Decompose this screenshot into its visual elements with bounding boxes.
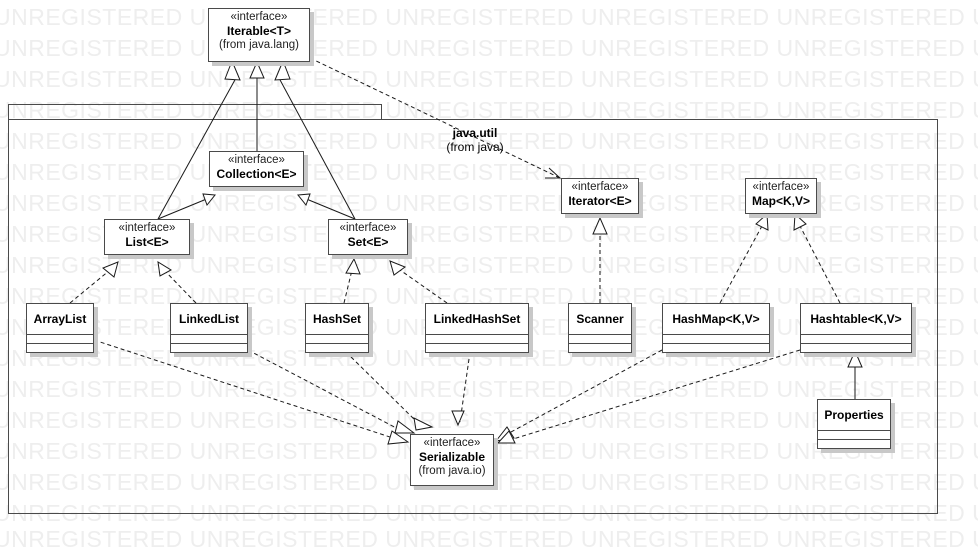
stereotype-label: «interface» xyxy=(228,154,285,166)
triangle-head xyxy=(793,212,807,231)
class-name: Set<E> xyxy=(347,235,389,249)
edge-set-iterable xyxy=(278,77,356,220)
class-name: List<E> xyxy=(125,235,169,249)
triangle-head xyxy=(387,430,410,445)
class-name: HashSet xyxy=(306,304,368,335)
operations-compartment xyxy=(818,440,890,448)
edge-set-collection xyxy=(303,197,356,220)
dependency-arrowhead xyxy=(545,167,562,179)
class-name: Collection<E> xyxy=(216,167,297,181)
class-name: LinkedList xyxy=(171,304,247,335)
hashmap-class[interactable]: HashMap<K,V> xyxy=(662,303,770,353)
class-name: Map<K,V> xyxy=(751,194,811,208)
attributes-compartment xyxy=(818,431,890,440)
stereotype-label: «interface» xyxy=(571,181,629,193)
edge-hashmap-map xyxy=(719,225,763,304)
class-name: Iterator<E> xyxy=(568,194,632,208)
triangle-head xyxy=(249,60,265,79)
stereotype-label: «interface» xyxy=(230,11,288,23)
edge-list-iterable xyxy=(157,77,237,220)
triangle-head xyxy=(274,59,291,81)
edge-linkedlist-list xyxy=(163,269,197,304)
operations-compartment xyxy=(663,344,769,352)
edge-iterable-iterator xyxy=(309,57,561,179)
package-origin: (from java) xyxy=(446,140,504,154)
class-name: Properties xyxy=(818,400,890,431)
class-name: Iterable<T> xyxy=(226,24,292,38)
triangle-head xyxy=(157,261,172,277)
package-tab xyxy=(8,104,382,120)
class-name: ArrayList xyxy=(27,304,93,335)
package-name: java.util xyxy=(452,126,498,140)
operations-compartment xyxy=(171,344,247,352)
map-interface[interactable]: «interface» Map<K,V> xyxy=(745,178,817,214)
triangle-head xyxy=(102,261,119,278)
linkedlist-class[interactable]: LinkedList xyxy=(170,303,248,353)
attributes-compartment xyxy=(801,335,911,344)
hashset-class[interactable]: HashSet xyxy=(305,303,369,353)
edge-hashtable-serializable xyxy=(509,349,801,441)
edge-hashtable-map xyxy=(799,225,841,304)
edge-arraylist-list xyxy=(69,269,111,304)
iterable-interface[interactable]: «interface» Iterable<T> (from java.lang) xyxy=(208,8,310,62)
edge-hashmap-serializable xyxy=(499,349,663,439)
hashtable-class[interactable]: Hashtable<K,V> xyxy=(800,303,912,353)
iterator-interface[interactable]: «interface» Iterator<E> xyxy=(561,178,639,214)
attributes-compartment xyxy=(569,335,631,344)
class-name: HashMap<K,V> xyxy=(663,304,769,335)
collection-interface[interactable]: «interface» Collection<E> xyxy=(209,151,304,187)
stereotype-label: «interface» xyxy=(423,437,481,449)
triangle-head xyxy=(413,417,434,431)
triangle-head xyxy=(345,257,361,275)
triangle-head xyxy=(202,193,216,207)
class-name: Hashtable<K,V> xyxy=(801,304,911,335)
scanner-class[interactable]: Scanner xyxy=(568,303,632,353)
attributes-compartment xyxy=(171,335,247,344)
triangle-head xyxy=(496,430,516,444)
triangle-head xyxy=(389,260,407,276)
list-interface[interactable]: «interface» List<E> xyxy=(104,219,190,255)
operations-compartment xyxy=(27,344,93,352)
package-label: java.util (from java) xyxy=(420,126,530,154)
triangle-head xyxy=(451,410,465,427)
triangle-head xyxy=(847,349,863,368)
package-java-util[interactable] xyxy=(8,119,938,514)
class-name: LinkedHashSet xyxy=(426,304,528,335)
operations-compartment xyxy=(426,344,528,352)
stereotype-label: «interface» xyxy=(339,222,397,234)
set-interface[interactable]: «interface» Set<E> xyxy=(328,219,408,255)
triangle-head xyxy=(592,216,608,235)
triangle-head xyxy=(394,420,416,434)
serializable-interface[interactable]: «interface» Serializable (from java.io) xyxy=(410,434,494,486)
origin-label: (from java.lang) xyxy=(219,39,299,51)
attributes-compartment xyxy=(663,335,769,344)
arraylist-class[interactable]: ArrayList xyxy=(26,303,94,353)
class-name: Scanner xyxy=(569,304,631,335)
edge-hashset-set xyxy=(343,269,353,304)
edge-linkedlist-serializable xyxy=(247,349,401,431)
triangle-head xyxy=(224,59,241,81)
triangle-head xyxy=(297,193,311,207)
origin-label: (from java.io) xyxy=(418,465,486,477)
linkedhashset-class[interactable]: LinkedHashSet xyxy=(425,303,529,353)
attributes-compartment xyxy=(306,335,368,344)
stereotype-label: «interface» xyxy=(118,222,176,234)
edge-list-collection xyxy=(157,197,210,220)
operations-compartment xyxy=(306,344,368,352)
properties-class[interactable]: Properties xyxy=(817,399,891,449)
edge-hashset-serializable xyxy=(345,351,421,426)
operations-compartment xyxy=(801,344,911,352)
attributes-compartment xyxy=(426,335,528,344)
class-name: Serializable xyxy=(418,450,486,464)
stereotype-label: «interface» xyxy=(752,181,810,193)
operations-compartment xyxy=(569,344,631,352)
edge-linkedhashset-set xyxy=(399,269,448,304)
edge-linkedhashset-serializable xyxy=(459,351,471,423)
attributes-compartment xyxy=(27,335,93,344)
triangle-head xyxy=(755,212,769,231)
edge-arraylist-serializable xyxy=(93,339,394,439)
